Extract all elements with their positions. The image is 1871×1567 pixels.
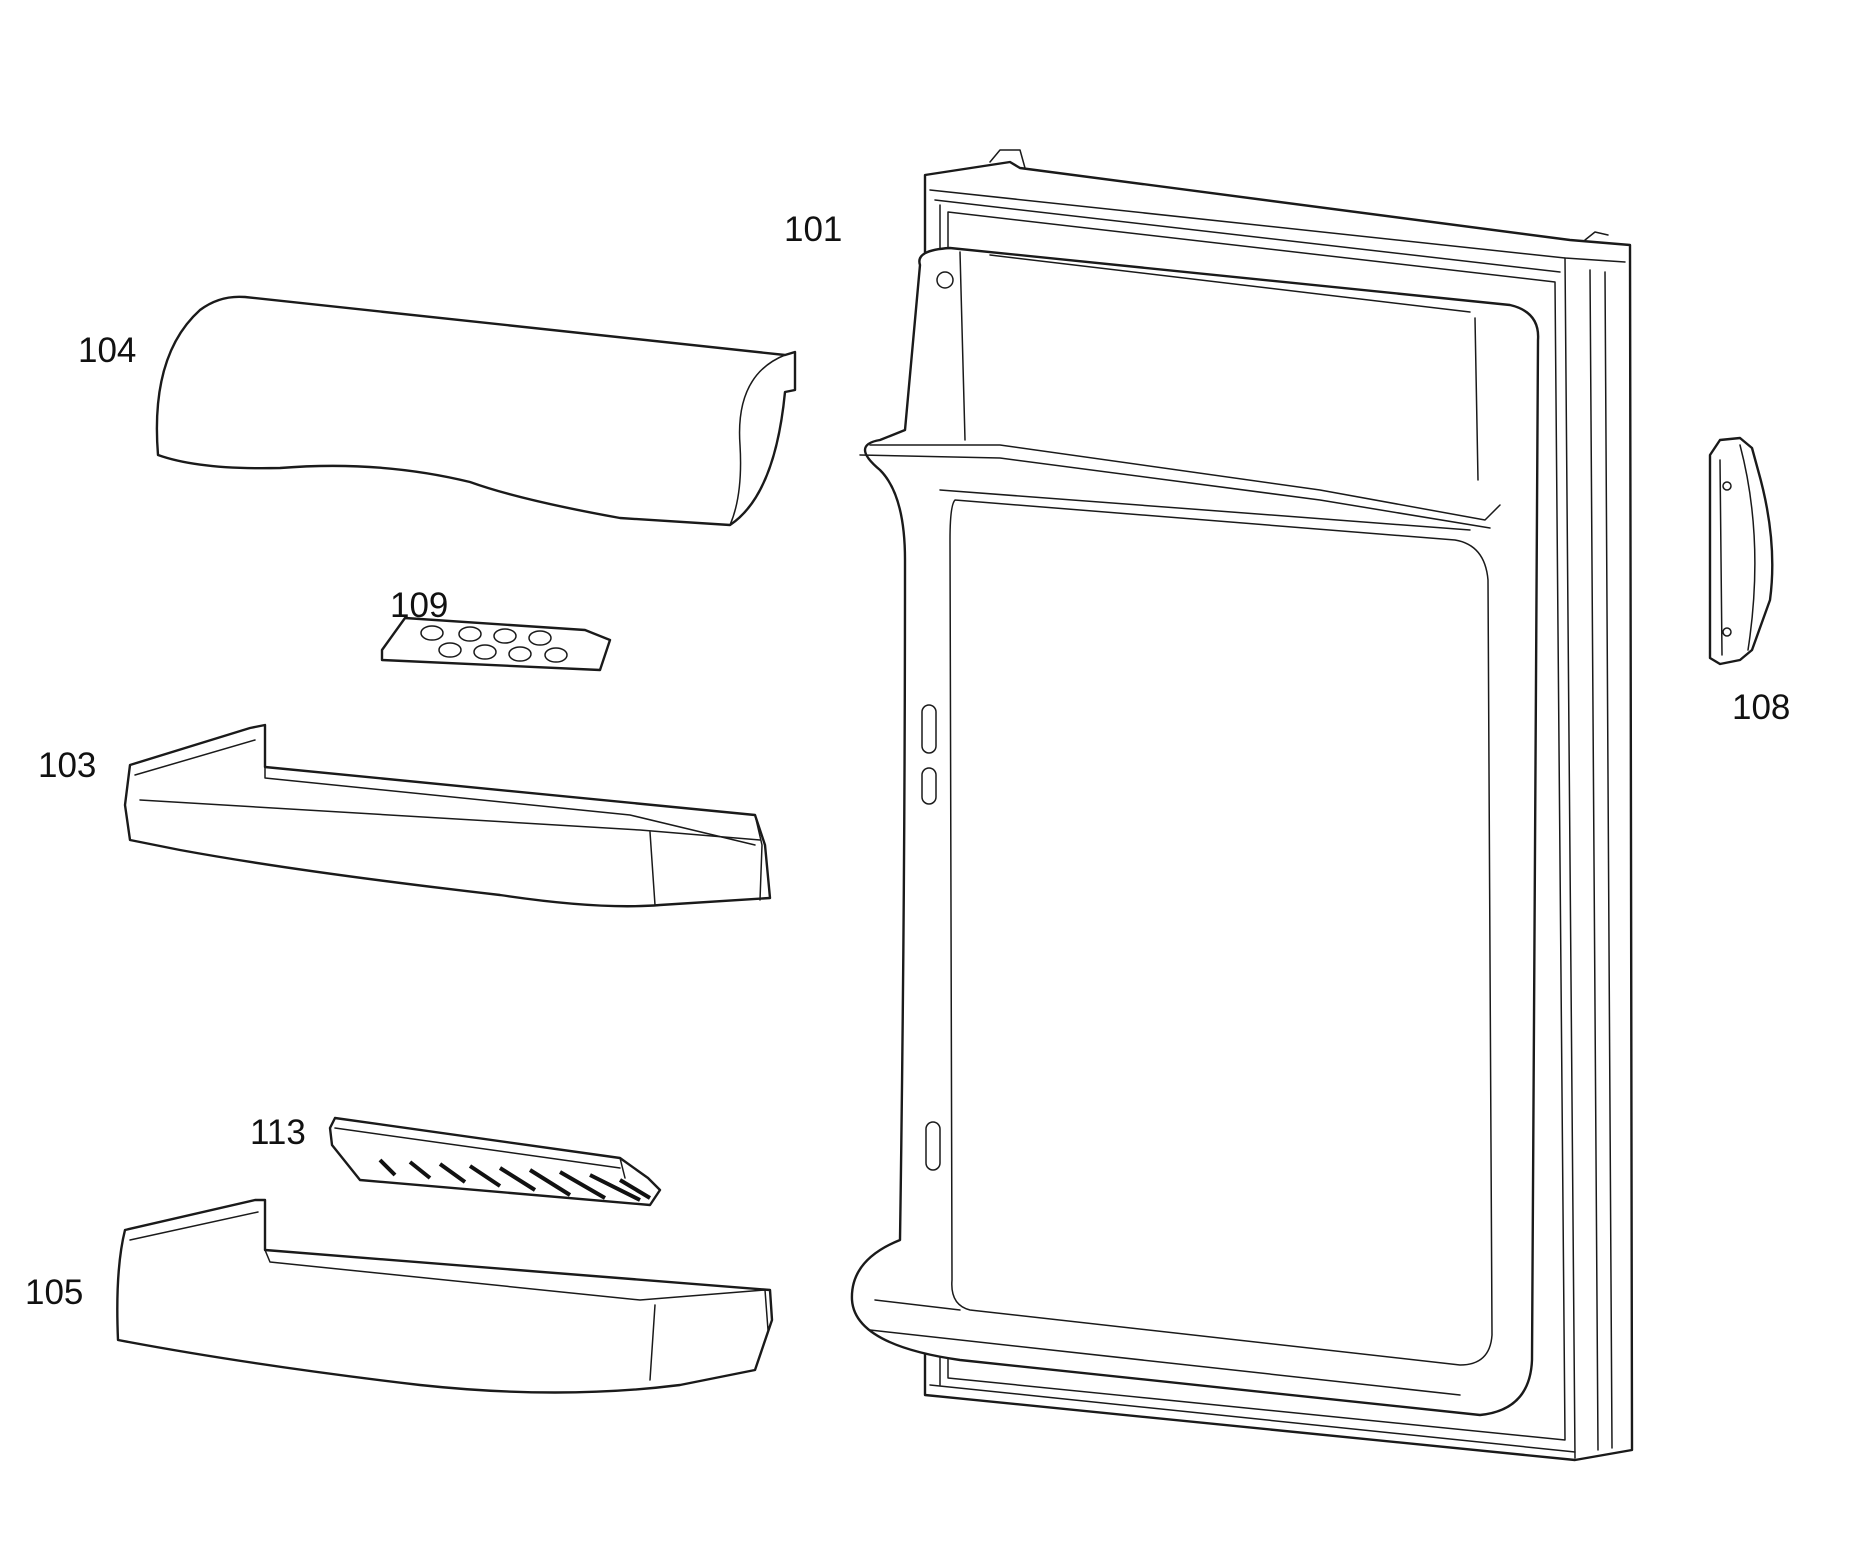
handle-part (1708, 436, 1774, 666)
part-label-103: 103 (38, 746, 97, 785)
part-label-101: 101 (784, 210, 843, 249)
part-label-104: 104 (78, 331, 137, 370)
part-label-109: 109 (390, 586, 449, 625)
part-label-113: 113 (250, 1113, 306, 1152)
lower-shelf-part (116, 1198, 774, 1394)
middle-shelf-part (123, 723, 772, 908)
bottle-retainer-part (328, 1116, 662, 1207)
door-assembly (850, 149, 1634, 1462)
upper-cover-part (155, 295, 797, 527)
part-label-108: 108 (1732, 688, 1791, 727)
egg-tray-part (380, 616, 612, 672)
part-label-105: 105 (25, 1273, 84, 1312)
